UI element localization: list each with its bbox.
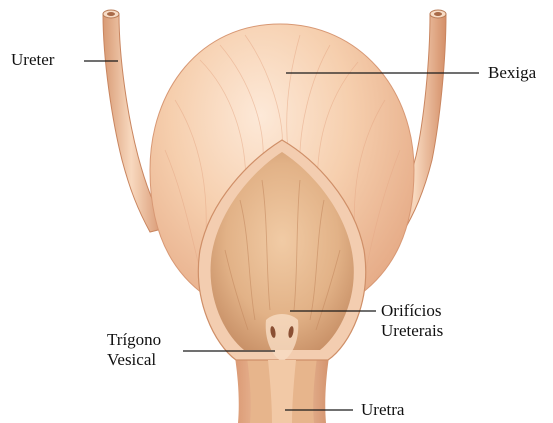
trigono-label-line2: Vesical bbox=[107, 350, 161, 370]
bexiga-label: Bexiga bbox=[488, 63, 536, 83]
urethra-lumen bbox=[268, 360, 296, 423]
trigono-vesical-label: Trígono Vesical bbox=[107, 330, 161, 370]
orificios-label-line1: Orifícios bbox=[381, 301, 443, 321]
orificios-label-line2: Ureterais bbox=[381, 321, 443, 341]
trigono-label-line1: Trígono bbox=[107, 330, 161, 350]
orificios-ureterais-label: Orifícios Ureterais bbox=[381, 301, 443, 341]
ureter-label: Ureter bbox=[11, 50, 54, 70]
uretra-label: Uretra bbox=[361, 400, 404, 420]
